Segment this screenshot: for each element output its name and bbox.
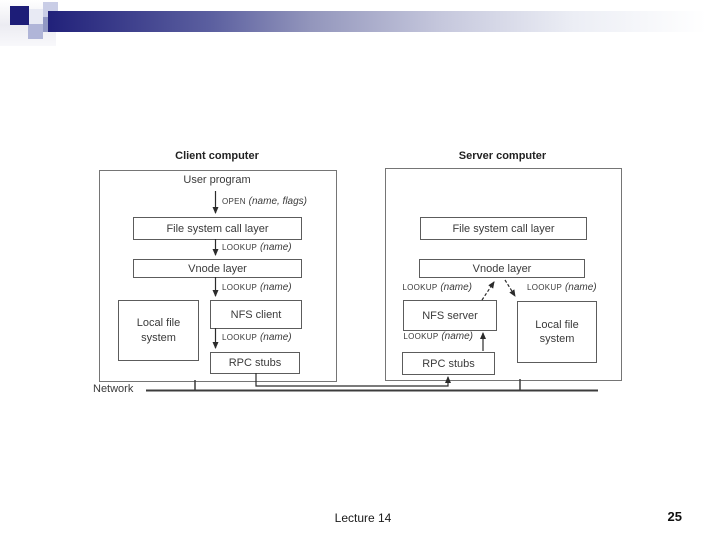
decor-square-icon bbox=[28, 9, 43, 24]
user-program-label: User program bbox=[183, 174, 251, 186]
open-args: (name, flags) bbox=[248, 196, 308, 207]
lookup-keyword: LOOKUP bbox=[222, 283, 258, 292]
lookup-args: (name) bbox=[259, 282, 292, 293]
client-computer-box bbox=[99, 170, 337, 382]
client-panel-title: Client computer bbox=[175, 150, 259, 162]
lookup-call-label: LOOKUP (name) bbox=[527, 282, 597, 293]
header-accent-bar bbox=[48, 11, 706, 32]
lookup-args: (name) bbox=[440, 282, 472, 293]
lookup-call-label: LOOKUP (name) bbox=[222, 282, 292, 293]
lookup-call-label: LOOKUP (name) bbox=[222, 332, 292, 343]
open-keyword: OPEN bbox=[222, 197, 246, 206]
server-vnode-layer-box: Vnode layer bbox=[419, 259, 585, 278]
server-local-fs-box: Local file system bbox=[517, 301, 597, 363]
nfs-client-box: NFS client bbox=[210, 300, 302, 329]
decor-navy-square-icon bbox=[10, 6, 29, 25]
lookup-keyword: LOOKUP bbox=[403, 332, 439, 341]
lookup-args: (name) bbox=[564, 282, 597, 293]
client-vnode-layer-box: Vnode layer bbox=[133, 259, 302, 278]
server-local-fs-label: Local file system bbox=[535, 318, 579, 345]
lookup-keyword: LOOKUP bbox=[527, 283, 563, 292]
server-fs-call-layer-box: File system call layer bbox=[420, 217, 587, 240]
footer-lecture-label: Lecture 14 bbox=[334, 511, 392, 525]
server-panel-title: Server computer bbox=[458, 150, 547, 162]
lookup-args: (name) bbox=[259, 332, 292, 343]
nfs-server-box: NFS server bbox=[403, 300, 497, 331]
lookup-args: (name) bbox=[441, 331, 473, 342]
lookup-call-label: LOOKUP (name) bbox=[396, 331, 473, 342]
lookup-keyword: LOOKUP bbox=[222, 243, 258, 252]
lookup-args: (name) bbox=[259, 242, 292, 253]
footer-page-number: 25 bbox=[667, 509, 682, 524]
lookup-call-label: LOOKUP (name) bbox=[222, 242, 292, 253]
open-call-label: OPEN (name, flags) bbox=[222, 196, 307, 207]
server-computer-box bbox=[385, 168, 622, 381]
server-rpc-stubs-box: RPC stubs bbox=[402, 352, 495, 375]
client-local-fs-box: Local file system bbox=[118, 300, 199, 361]
lookup-call-label: LOOKUP (name) bbox=[395, 282, 472, 293]
lookup-keyword: LOOKUP bbox=[222, 333, 258, 342]
client-fs-call-layer-box: File system call layer bbox=[133, 217, 302, 240]
client-local-fs-label: Local file system bbox=[136, 317, 181, 344]
decor-square-icon bbox=[28, 24, 43, 39]
client-rpc-stubs-box: RPC stubs bbox=[210, 352, 300, 374]
lookup-keyword: LOOKUP bbox=[402, 283, 438, 292]
network-label: Network bbox=[93, 383, 134, 395]
